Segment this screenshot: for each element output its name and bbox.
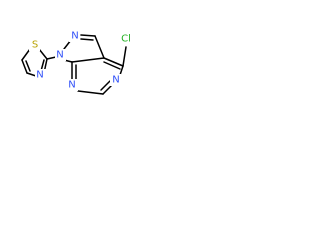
bond-s1-c5 bbox=[21, 48, 31, 61]
atom-n5-label: N bbox=[112, 75, 119, 86]
bond-c6-n7 bbox=[77, 90, 104, 95]
bond-c4-cl bbox=[122, 46, 127, 67]
bond-s1-c2 bbox=[38, 48, 48, 60]
bond-c4-n3 bbox=[26, 72, 37, 77]
bond-c5-c4-inner bbox=[25, 60, 31, 72]
molecule-structure: S N N N N N Cl bbox=[21, 30, 133, 95]
atom-n7-label: N bbox=[68, 80, 75, 91]
bond-c3a-c7a bbox=[71, 57, 105, 63]
bond-c3a-c4-inner bbox=[103, 61, 121, 70]
molecule-diagram: S N N N N N Cl bbox=[0, 0, 199, 115]
bond-c3a-c4 bbox=[103, 57, 124, 67]
atom-n1-label: N bbox=[56, 50, 63, 61]
bond-n2-c3 bbox=[80, 34, 96, 37]
atom-n-thiazole-label: N bbox=[36, 70, 43, 81]
atom-s-label: S bbox=[32, 40, 38, 51]
atom-n2-label: N bbox=[71, 31, 78, 42]
bond-c2-n1 bbox=[46, 56, 57, 60]
bond-n2-c3-inner bbox=[80, 38, 94, 41]
bond-c3-c3a bbox=[94, 35, 105, 59]
bond-c5-c4 bbox=[21, 59, 28, 74]
bond-n5-c6-inner bbox=[100, 80, 111, 91]
atom-cl-label: Cl bbox=[121, 34, 131, 45]
